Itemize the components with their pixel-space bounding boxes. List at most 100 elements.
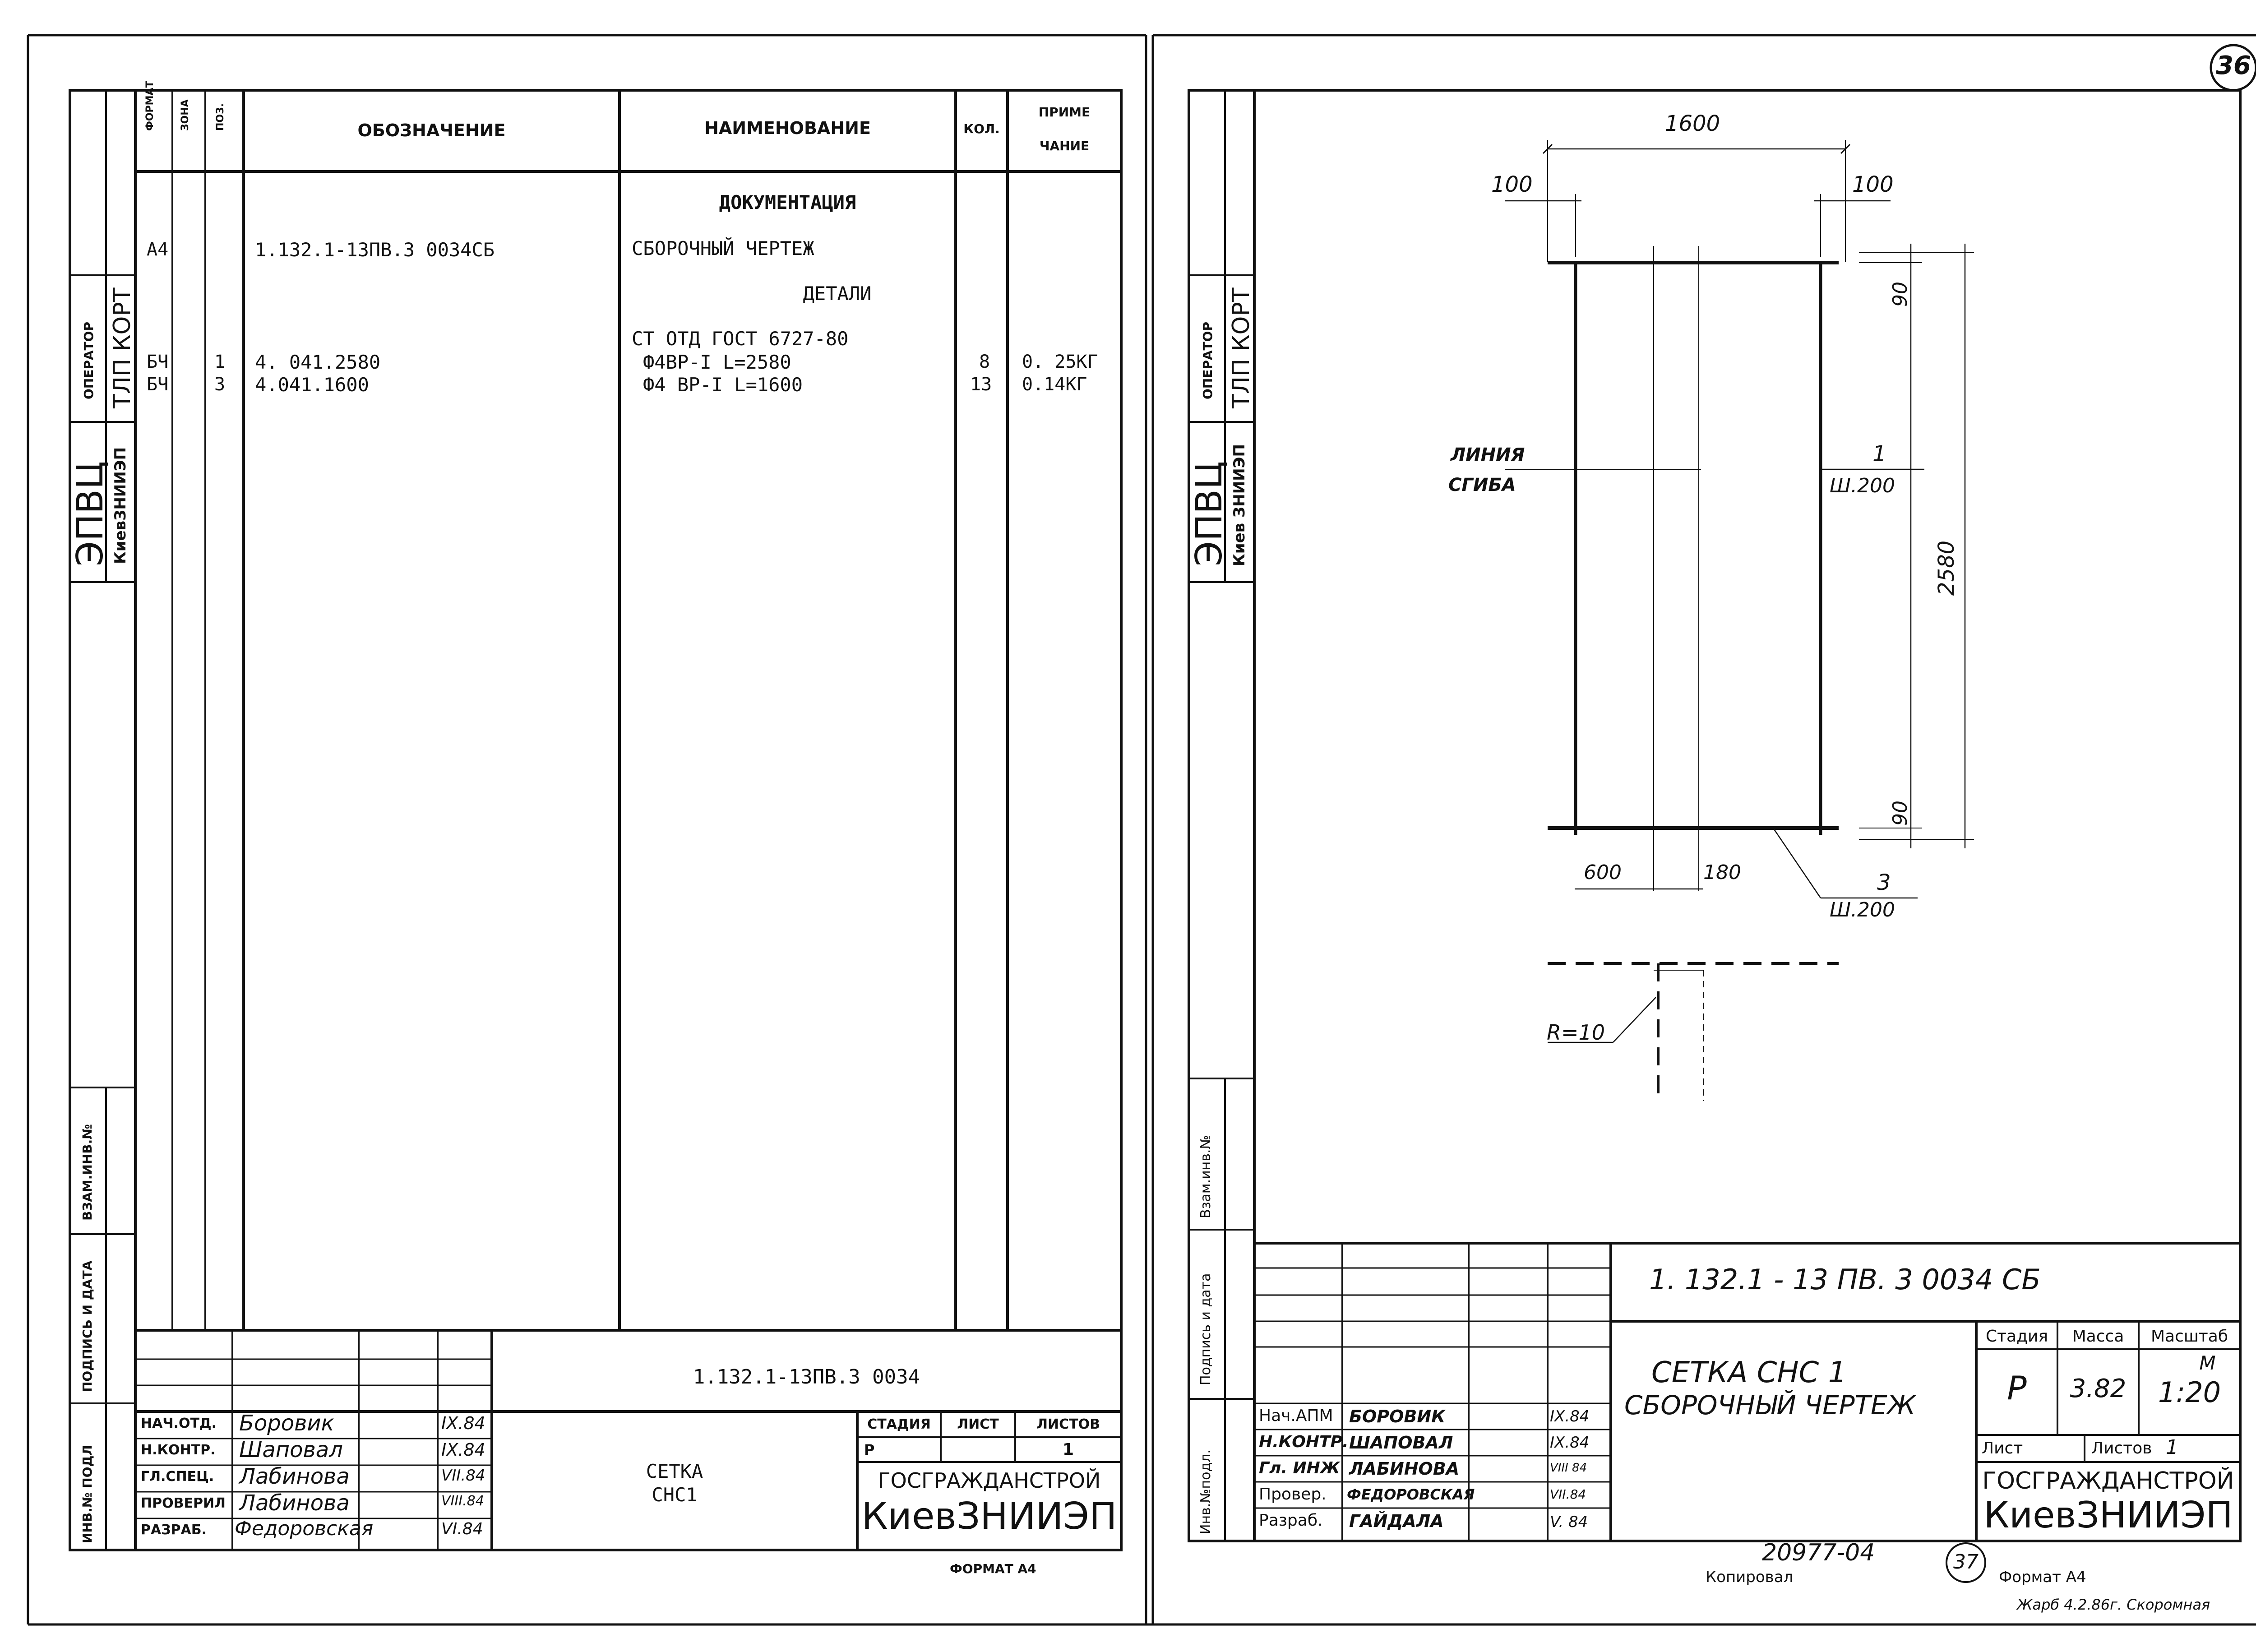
- header-note-1: ПРИМЕ: [1038, 105, 1091, 120]
- person-date: VIII 84: [1550, 1461, 1587, 1475]
- person-date: IX.84: [441, 1440, 485, 1460]
- title-block-code: 1. 132.1 - 13 ПВ. 3 0034 СБ: [1649, 1263, 2041, 1296]
- person-date: VI.84: [441, 1520, 483, 1538]
- person-name: ГАЙДАЛА: [1349, 1511, 1444, 1531]
- person-role: Н.КОНТР.: [1259, 1433, 1349, 1451]
- person-role: Гл. ИНЖ: [1259, 1459, 1340, 1477]
- dim-600: 600: [1584, 861, 1622, 884]
- person-name: Лабинова: [239, 1464, 350, 1489]
- copy-circle: [1946, 1542, 1986, 1583]
- title-block-title-1: СЕТКА: [646, 1460, 703, 1482]
- dim-180: 180: [1703, 861, 1741, 884]
- label-sheet: Лист: [1982, 1439, 2023, 1458]
- title-block-title-1: СЕТКА СНС 1: [1651, 1356, 1847, 1389]
- person-role: Нач.АПМ: [1259, 1407, 1333, 1425]
- dim-top-offset: 90: [1889, 282, 1912, 307]
- person-role: РАЗРАБ.: [141, 1522, 207, 1538]
- person-role: Разраб.: [1259, 1511, 1323, 1530]
- person-name: БОРОВИК: [1349, 1407, 1446, 1426]
- label-mass: Масса: [2072, 1327, 2124, 1346]
- spec-row-format: БЧ: [147, 374, 169, 395]
- value-mass: 3.82: [2070, 1374, 2127, 1403]
- side-epvc: ЭПВЦ: [69, 461, 111, 566]
- value-stage: Р: [2007, 1369, 2027, 1407]
- side-vzam: ВЗАМ.ИНВ.№: [80, 1124, 95, 1221]
- label-stage: Стадия: [1985, 1327, 2048, 1346]
- side-inv: ИНВ.№ ПОДЛ: [80, 1445, 95, 1543]
- person-name: ФЕДОРОВСКАЯ: [1347, 1486, 1475, 1503]
- value-stage: Р: [864, 1441, 875, 1458]
- person-date: IX.84: [1550, 1434, 1590, 1452]
- position-1-label: 1: [1872, 441, 1886, 467]
- spec-row-qty: 8: [979, 352, 990, 372]
- spec-row-name: СБОРОЧНЫЙ ЧЕРТЕЖ: [632, 237, 814, 259]
- spec-row-qty: 13: [970, 374, 992, 395]
- dim-right-offset: 100: [1852, 172, 1894, 197]
- value-scale: 1:20: [2158, 1376, 2221, 1409]
- dim-left-offset: 100: [1491, 172, 1533, 197]
- value-sheets: 1: [1062, 1440, 1074, 1459]
- person-date: IX.84: [441, 1413, 485, 1433]
- spec-row-name: Ф4ВР-I L=2580: [643, 351, 791, 373]
- person-date: IX.84: [1550, 1407, 1590, 1425]
- side-epvc: ЭПВЦ: [1188, 461, 1230, 566]
- label-sheets: ЛИСТОВ: [1036, 1416, 1100, 1432]
- bend-line-label: СГИБА: [1448, 475, 1516, 495]
- side-podpis: ПОДПИСЬ И ДАТА: [80, 1260, 95, 1392]
- person-role: ПРОВЕРИЛ: [141, 1495, 226, 1511]
- handwritten-note: Жарб 4.2.86г. Скоромная: [2017, 1596, 2210, 1613]
- bend-radius: R=10: [1547, 1020, 1605, 1045]
- person-date: VII.84: [1550, 1487, 1586, 1502]
- label-scale: Масштаб: [2150, 1327, 2228, 1346]
- person-date: VIII.84: [441, 1493, 484, 1509]
- person-role: НАЧ.ОТД.: [141, 1416, 217, 1431]
- title-block-title-2: СБОРОЧНЫЙ ЧЕРТЕЖ: [1624, 1390, 1916, 1421]
- side-podpis: Подпись и дата: [1198, 1273, 1214, 1386]
- person-name: Боровик: [239, 1411, 334, 1436]
- spec-row-note: 0.14КГ: [1022, 374, 1087, 395]
- person-name: Шаповал: [239, 1437, 343, 1462]
- spec-row-name: Ф4 ВР-I L=1600: [643, 374, 803, 396]
- dim-bottom-offset: 90: [1889, 801, 1912, 826]
- copy-circle-number: 37: [1953, 1550, 1979, 1573]
- header-note-2: ЧАНИЕ: [1039, 139, 1090, 153]
- position-1-step: Ш.200: [1830, 474, 1895, 497]
- person-date: V. 84: [1550, 1513, 1588, 1531]
- format-note: ФОРМАТ А4: [950, 1561, 1036, 1576]
- person-role: Провер.: [1259, 1485, 1327, 1504]
- format-note: Формат А4: [1999, 1568, 2086, 1586]
- side-org: КиевЗНИИЭП: [111, 447, 129, 564]
- dim-height: 2580: [1934, 540, 1959, 596]
- spec-row-name: ДОКУМЕНТАЦИЯ: [719, 191, 856, 213]
- side-tlp: ТЛП КОРТ: [1228, 287, 1255, 408]
- spec-row-designation: 4.041.1600: [255, 374, 369, 396]
- copied-label: Копировал: [1706, 1568, 1794, 1586]
- spec-row-format: БЧ: [147, 352, 169, 372]
- title-block-code: 1.132.1-13ПВ.3 0034: [693, 1365, 920, 1388]
- archive-number: 20977-04: [1762, 1539, 1875, 1566]
- side-tlp: ТЛП КОРТ: [109, 287, 136, 408]
- spec-row-name: ДЕТАЛИ: [803, 282, 872, 305]
- spec-row-designation: 1.132.1-13ПВ.3 0034СБ: [255, 239, 495, 261]
- header-qty: КОЛ.: [963, 121, 1000, 136]
- side-operator: ОПЕРАТОР: [81, 322, 96, 399]
- header-pos: ПОЗ.: [215, 103, 226, 131]
- side-inv: Инв.№подл.: [1198, 1449, 1214, 1534]
- header-name: НАИМЕНОВАНИЕ: [704, 118, 871, 138]
- person-role: ГЛ.СПЕЦ.: [141, 1469, 214, 1485]
- spec-row-pos: 3: [214, 374, 226, 395]
- person-name: Федоровская: [235, 1517, 374, 1540]
- person-name: ЛАБИНОВА: [1349, 1459, 1460, 1479]
- value-sheets: 1: [2166, 1436, 2178, 1459]
- dim-width: 1600: [1665, 111, 1720, 136]
- org-name-1: ГОСГРАЖДАНСТРОЙ: [1982, 1467, 2234, 1495]
- header-format: ФОРМАТ: [144, 81, 156, 131]
- spec-row-format: А4: [147, 239, 169, 260]
- org-name-1: ГОСГРАЖДАНСТРОЙ: [878, 1468, 1101, 1493]
- side-org: Киев ЗНИИЭП: [1230, 444, 1248, 566]
- spec-row-designation: 4. 041.2580: [255, 351, 381, 373]
- org-name-2: КиевЗНИИЭП: [1983, 1494, 2233, 1536]
- value-scale-m: М: [2199, 1352, 2216, 1374]
- org-name-2: КиевЗНИИЭП: [861, 1495, 1117, 1538]
